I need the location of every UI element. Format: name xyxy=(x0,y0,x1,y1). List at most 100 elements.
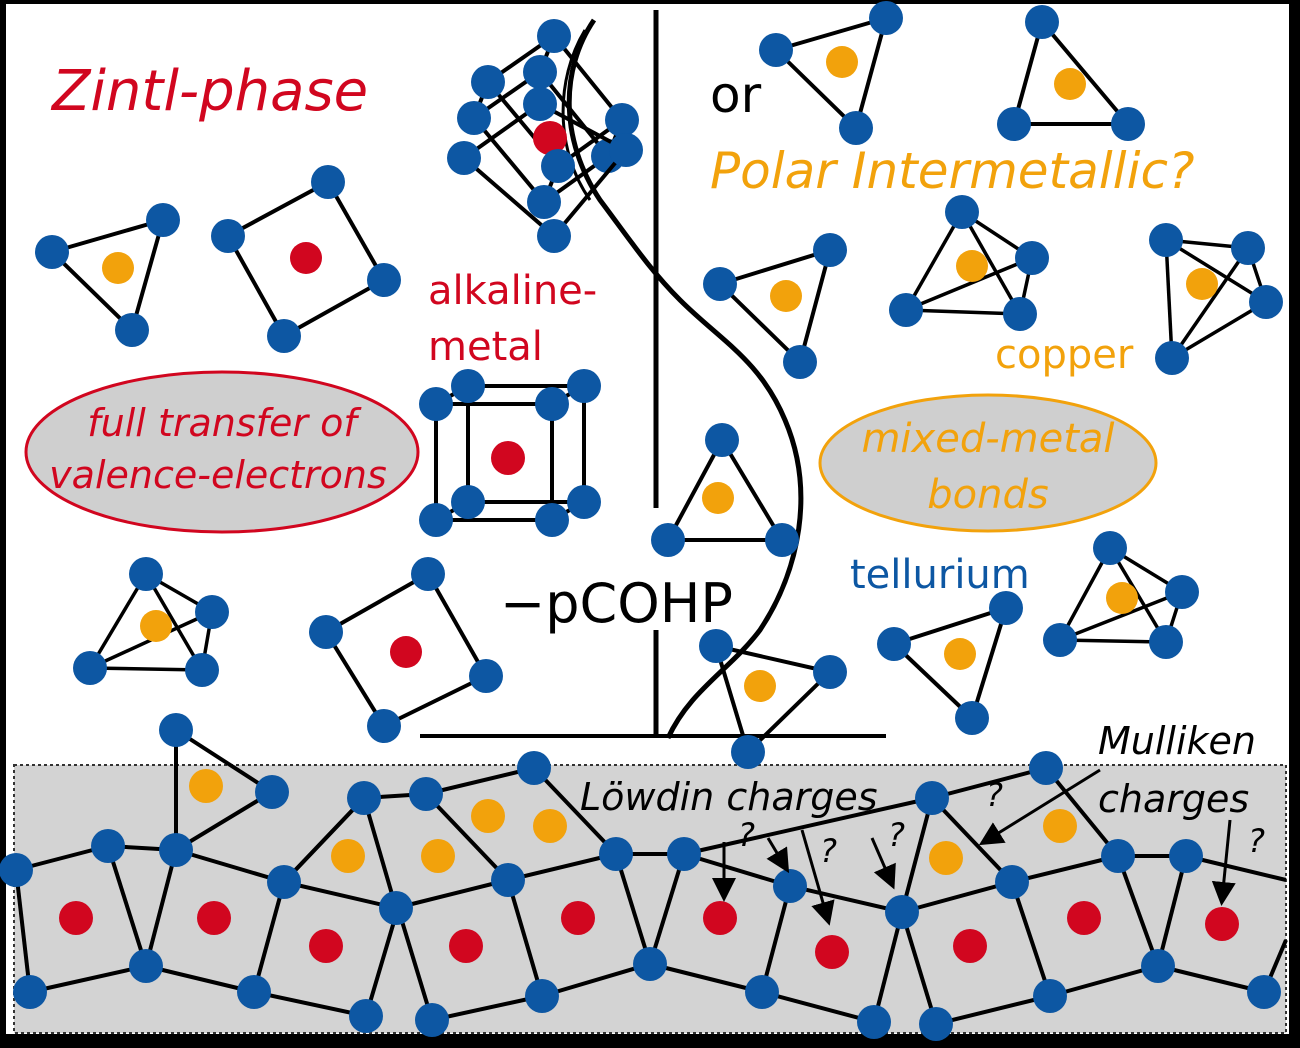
tellurium-atom xyxy=(379,891,413,925)
bond-line xyxy=(774,48,858,130)
arrow-lowdin-2 xyxy=(766,837,790,874)
lattice-bond xyxy=(364,907,400,1017)
tellurium-atom xyxy=(885,895,919,929)
copper-atom xyxy=(331,839,365,873)
arrow-mulliken-1 xyxy=(978,768,1101,846)
arrow-lowdin-4 xyxy=(870,837,896,890)
tellurium-atom xyxy=(989,591,1023,625)
alkaline-cluster xyxy=(309,557,503,743)
bond-line xyxy=(1040,20,1130,126)
tellurium-atom xyxy=(919,1007,953,1041)
tellurium-atom xyxy=(185,653,219,687)
tellurium-atom xyxy=(1003,297,1037,331)
tellurium-atom xyxy=(419,503,453,537)
bond-line xyxy=(325,572,429,634)
copper-cluster xyxy=(35,203,180,347)
tellurium-atom xyxy=(915,781,949,815)
copper-tetrahedron xyxy=(1043,531,1199,659)
title-or: or xyxy=(710,66,762,124)
alkaline-cluster xyxy=(211,165,401,353)
lattice-bond xyxy=(29,964,147,994)
label-alkaline-line1: alkaline- xyxy=(428,268,597,314)
lattice-bond xyxy=(145,964,255,994)
bond-line xyxy=(1170,247,1250,359)
tellurium-atom xyxy=(1093,531,1127,565)
tellurium-atom xyxy=(349,999,383,1033)
tellurium-atom xyxy=(267,865,301,899)
bond-line xyxy=(51,218,164,254)
tellurium-atom xyxy=(1111,107,1145,141)
bond-line xyxy=(538,70,610,158)
tellurium-atom xyxy=(309,615,343,649)
tellurium-atom xyxy=(1149,625,1183,659)
tellurium-atom xyxy=(667,837,701,871)
lattice-bond xyxy=(1044,766,1120,858)
alkaline-atom xyxy=(703,901,737,935)
copper-tetrahedron xyxy=(73,557,229,687)
tellurium-atom xyxy=(703,267,737,301)
alkaline-atom xyxy=(309,929,343,963)
alkaline-cube xyxy=(457,19,639,219)
lattice-bond xyxy=(900,911,938,1025)
bond-line xyxy=(893,606,1007,646)
tellurium-atom xyxy=(1141,949,1175,983)
lattice-bond xyxy=(683,852,791,888)
copper-atom xyxy=(702,482,734,514)
alkaline-atom xyxy=(815,935,849,969)
tellurium-atom xyxy=(1101,839,1135,873)
tellurium-atom xyxy=(13,975,47,1009)
ellipse-full-transfer-line2: valence-electrons xyxy=(49,453,387,497)
tellurium-atom xyxy=(997,107,1031,141)
tellurium-atom xyxy=(633,947,667,981)
tellurium-atom xyxy=(1169,839,1203,873)
bond-line xyxy=(714,645,750,753)
tellurium-atom xyxy=(1155,341,1189,375)
tellurium-atom xyxy=(1025,5,1059,39)
lattice-bond xyxy=(1049,964,1159,998)
lattice-bond xyxy=(649,962,763,994)
bond-line xyxy=(552,148,628,238)
ellipse-mixed-metal-line1: mixed-metal xyxy=(861,416,1114,462)
alkaline-atom xyxy=(449,929,483,963)
lattice-bond xyxy=(1011,854,1119,884)
copper-atom xyxy=(471,799,505,833)
lattice-bond xyxy=(1185,854,1287,882)
copper-atom xyxy=(956,250,988,282)
tellurium-atom xyxy=(35,235,69,269)
copper-cluster xyxy=(703,233,847,379)
tellurium-atom xyxy=(115,313,149,347)
bond-line xyxy=(462,156,556,238)
alkaline-atom xyxy=(59,901,93,935)
bond-line xyxy=(904,211,964,311)
tellurium-atom xyxy=(857,1005,891,1039)
alkaline-atom xyxy=(953,929,987,963)
tellurium-atom xyxy=(995,865,1029,899)
copper-atom xyxy=(140,610,172,642)
tellurium-atom xyxy=(457,101,491,135)
arrows-layer xyxy=(712,768,1236,926)
ellipse-mixed-metal-line2: bonds xyxy=(927,472,1048,518)
alkaline-atom xyxy=(533,121,567,155)
alkaline-cube xyxy=(419,369,601,537)
lattice-bond xyxy=(760,885,792,993)
bond-line xyxy=(905,256,1033,312)
lattice-bond xyxy=(106,845,148,967)
lattice-bond xyxy=(1156,855,1188,967)
copper-atom xyxy=(1043,809,1077,843)
tellurium-atom xyxy=(813,233,847,267)
copper-atom xyxy=(102,252,134,284)
tellurium-atom xyxy=(783,345,817,379)
tellurium-atom xyxy=(541,149,575,183)
tellurium-atom xyxy=(773,869,807,903)
copper-atom xyxy=(744,670,776,702)
arrow-lowdin-3 xyxy=(800,829,835,926)
bond-line xyxy=(226,235,286,337)
tellurium-atom xyxy=(945,195,979,229)
bond-line xyxy=(383,674,487,728)
question-mark-4: ? xyxy=(986,776,1003,814)
tellurium-atom xyxy=(537,219,571,253)
tellurium-atom xyxy=(367,263,401,297)
alkaline-cube-inner xyxy=(447,87,643,253)
tellurium-atom xyxy=(211,219,245,253)
bond-line xyxy=(326,181,386,281)
